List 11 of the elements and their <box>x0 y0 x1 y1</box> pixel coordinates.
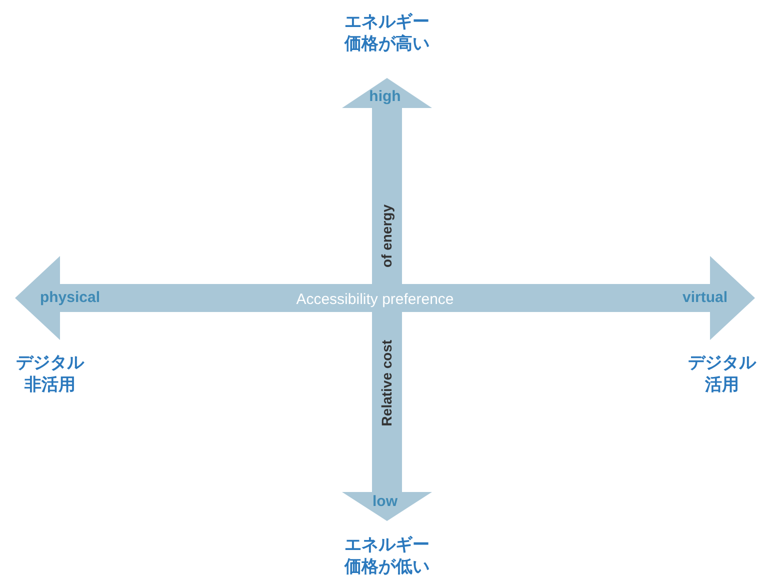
axis-end-label: エネルギー価格が低い <box>343 534 430 578</box>
arrow-tip-label: physical <box>40 288 100 308</box>
arrow-tip-label: virtual <box>682 288 728 308</box>
axis-title: Accessibility preference <box>296 290 454 310</box>
axis-end-label: デジタル非活用 <box>15 352 86 396</box>
axis-end-label: エネルギー価格が高い <box>343 10 430 56</box>
arrow-tip-label: high <box>369 86 401 107</box>
axis-title: of energy <box>378 204 396 268</box>
axis-end-label: デジタル活用 <box>687 352 758 396</box>
arrow-tip-label: low <box>372 492 398 512</box>
axis-title: Relative cost <box>378 340 396 426</box>
